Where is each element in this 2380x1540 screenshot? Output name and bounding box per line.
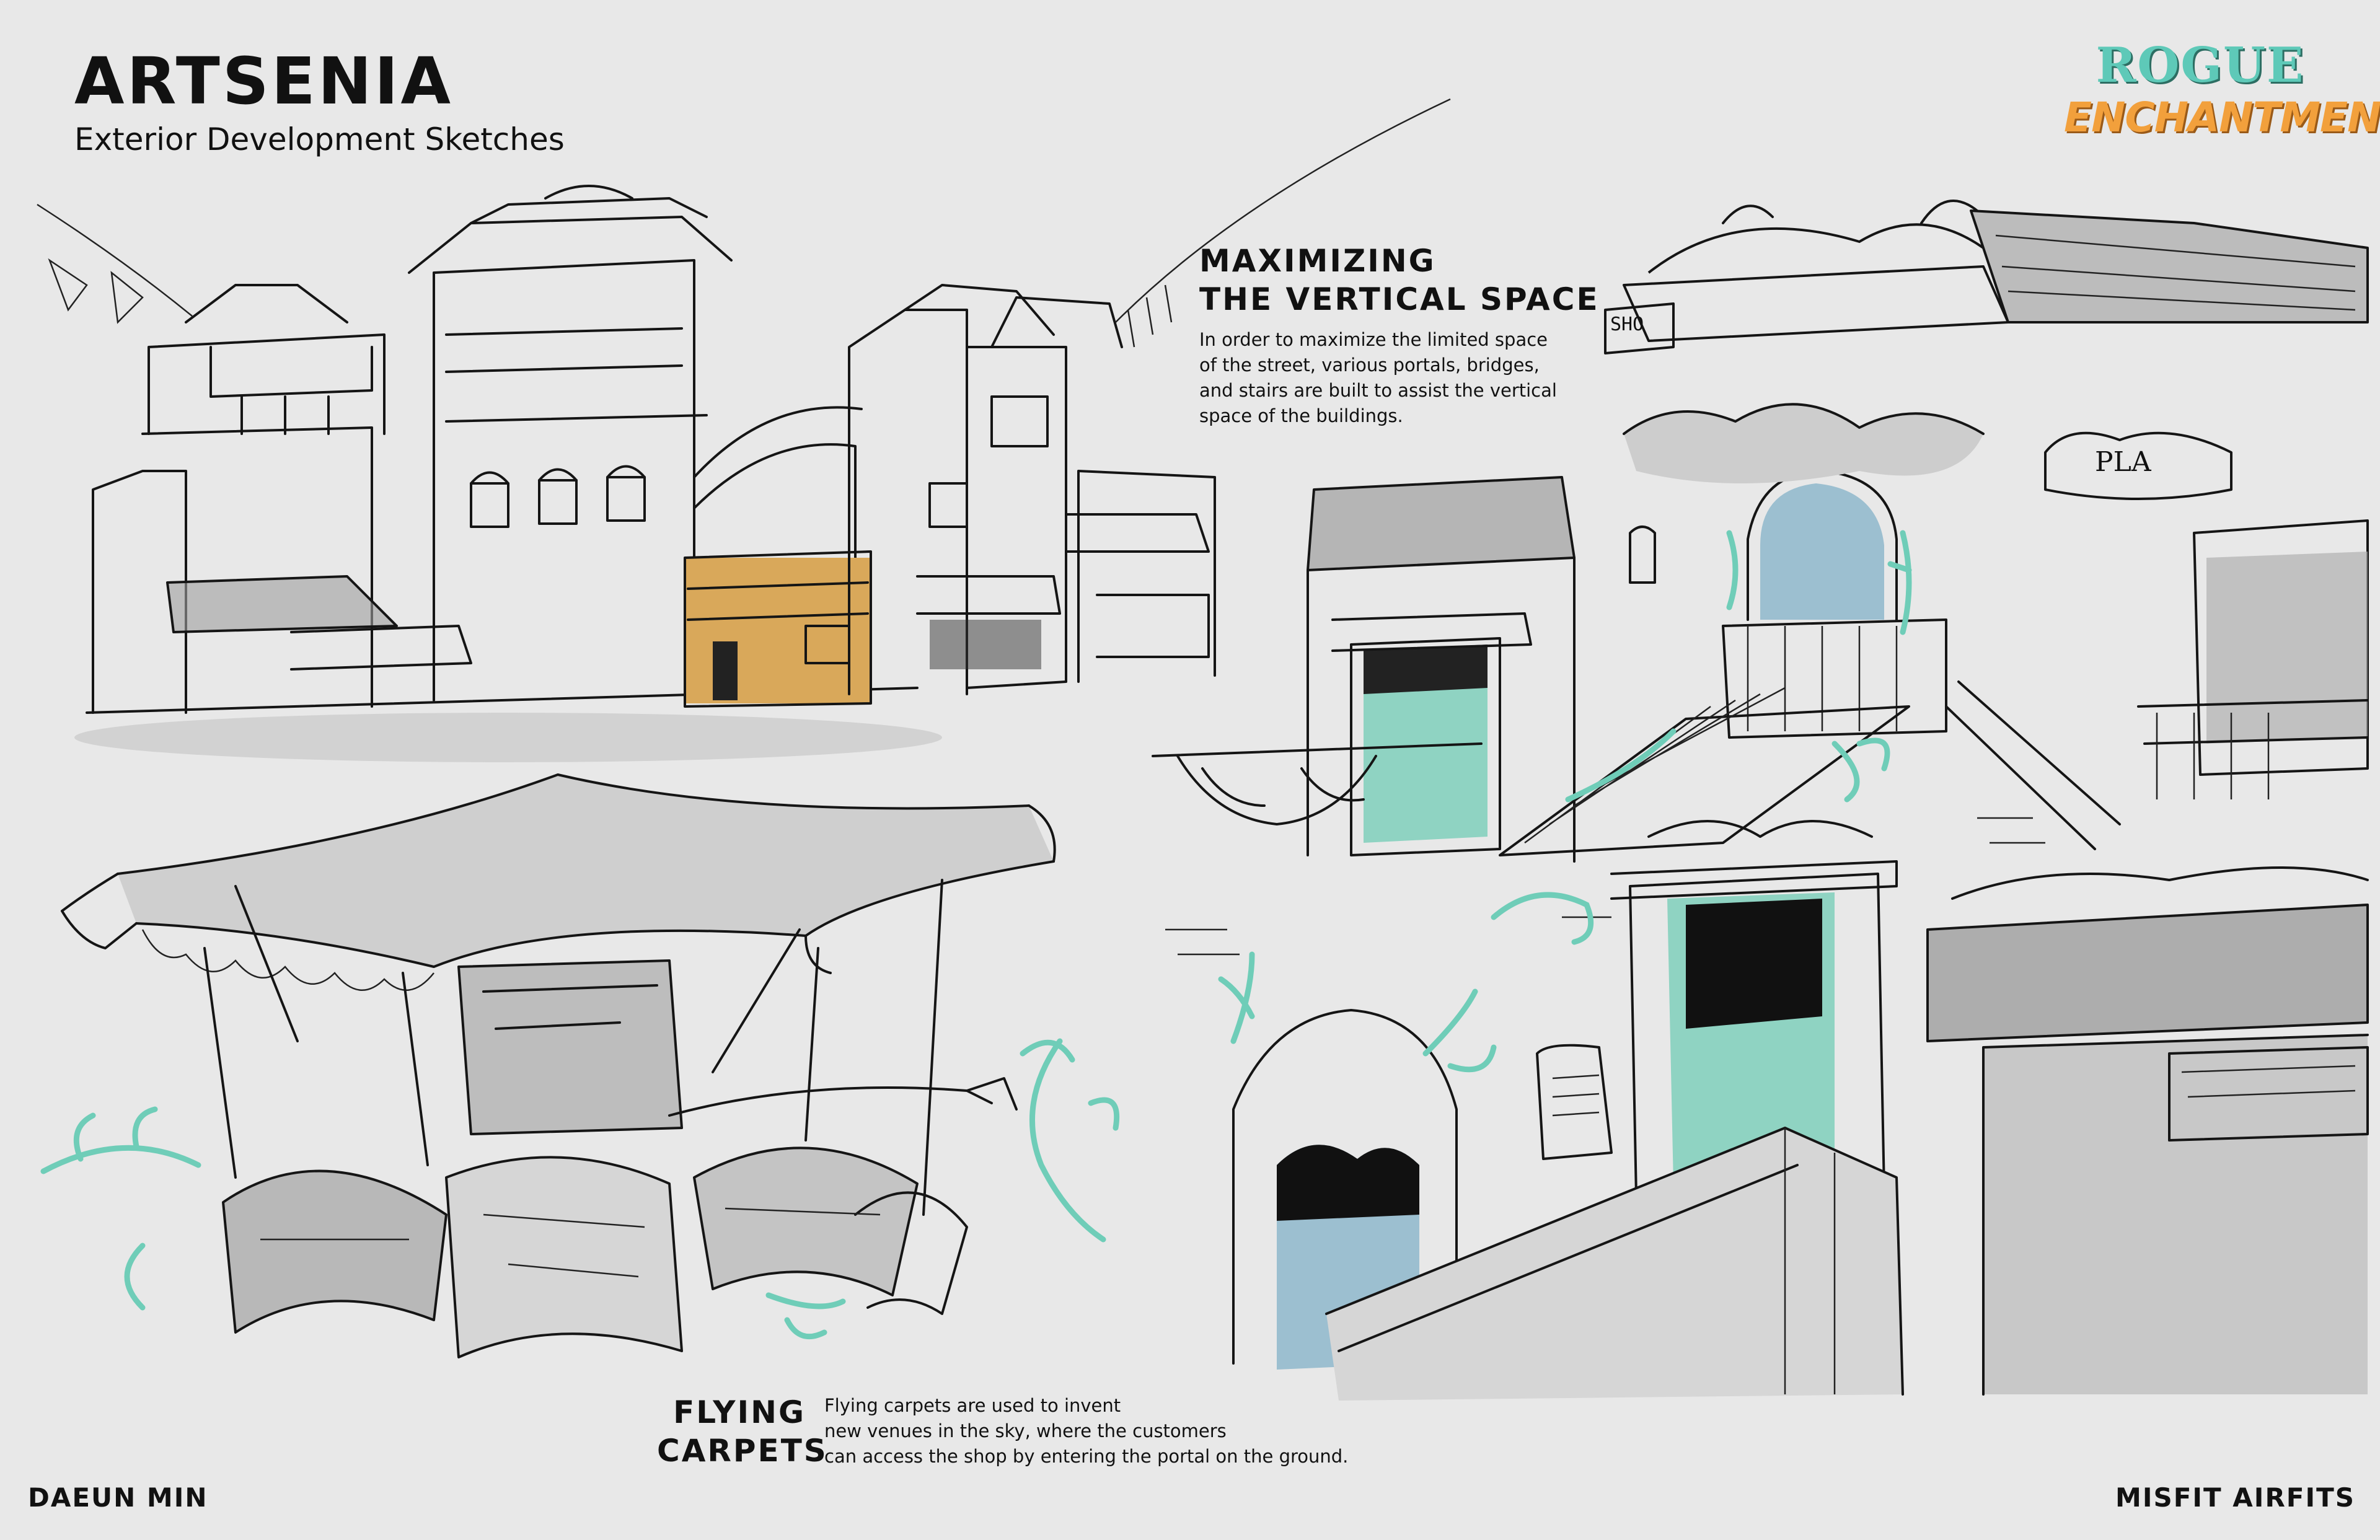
carpets-heading-block: FLYING CARPETS <box>657 1393 828 1470</box>
page-subtitle: Exterior Development Sketches <box>74 121 565 157</box>
carpets-line: can access the shop by entering the port… <box>824 1446 1349 1467</box>
carpets-body: Flying carpets are used to invent new ve… <box>824 1393 1348 1469</box>
vertical-space-heading-2: THE VERTICAL SPACE <box>1199 281 1600 317</box>
carpets-line: new venues in the sky, where the custome… <box>824 1420 1227 1441</box>
game-logo: ROGUE ENCHANTMENTS <box>2064 37 2380 167</box>
carpets-heading-2: CARPETS <box>657 1433 828 1469</box>
artist-credit: DAEUN MIN <box>28 1482 208 1513</box>
vertical-space-line: In order to maximize the limited space <box>1199 329 1548 350</box>
vertical-space-line: of the street, various portals, bridges, <box>1199 354 1540 376</box>
page-title: ARTSENIA <box>74 43 454 119</box>
flying-carpets-sketch <box>40 773 1120 1358</box>
vertical-space-line: space of the buildings. <box>1199 405 1403 426</box>
carpets-line: Flying carpets are used to invent <box>824 1395 1121 1416</box>
vertical-space-body: In order to maximize the limited space o… <box>1199 327 1600 429</box>
studio-credit: MISFIT AIRFITS <box>2115 1482 2355 1513</box>
street-sketch-top-left <box>37 98 1451 762</box>
logo-line-1: ROGUE <box>2096 37 2305 94</box>
sketch-sign-right: PLA <box>2095 446 2151 478</box>
vertical-space-sketch <box>1152 200 2369 1401</box>
carpets-heading-1: FLYING <box>673 1394 806 1430</box>
vertical-space-section: MAXIMIZING THE VERTICAL SPACE In order t… <box>1199 242 1600 429</box>
vertical-space-heading-1: MAXIMIZING <box>1199 243 1436 279</box>
logo-line-2: ENCHANTMENTS <box>2064 94 2380 141</box>
vertical-space-line: and stairs are built to assist the verti… <box>1199 380 1557 401</box>
sketch-sign-left: SHO <box>1610 314 1644 335</box>
